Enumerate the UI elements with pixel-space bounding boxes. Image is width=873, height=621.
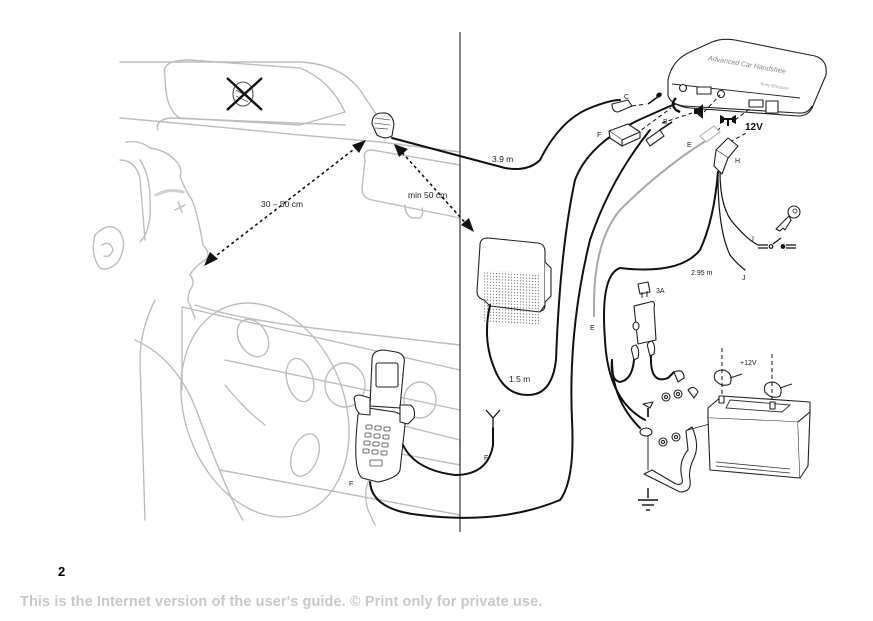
ring-terminal — [673, 370, 685, 383]
connector-h-plug — [713, 137, 739, 175]
connector-label-j: J — [742, 275, 746, 282]
ignition-switch-icon — [758, 237, 796, 249]
connector-c-plug — [611, 99, 633, 113]
fuse-holder — [630, 301, 657, 361]
crossed-out-sun-visor-mic-icon — [226, 77, 263, 111]
unit-brand: Sony Ericsson — [760, 81, 790, 91]
phone-holder — [353, 349, 416, 483]
measurement-mic-cable: 3.9 m — [492, 154, 513, 164]
handset-icon — [671, 97, 681, 114]
measurement-mic-to-speaker: min 50 cm — [408, 190, 447, 200]
connector-label-h: H — [735, 158, 740, 165]
car-interior — [92, 59, 461, 526]
fuse-label: 3A — [656, 288, 665, 295]
ground-strap — [643, 426, 698, 493]
key-icon — [775, 205, 801, 232]
connector-label-i: I — [752, 236, 754, 243]
installation-diagram: 30 – 50 cm min 50 cm 3.9 m 1.5 m — [92, 32, 827, 532]
microphone-icon — [647, 92, 662, 105]
speaker — [476, 237, 552, 326]
ground-wire — [611, 359, 641, 429]
speaker-icon — [694, 104, 703, 119]
connector-label-c: C — [624, 94, 629, 101]
measurement-power-cable: 2.95 m — [691, 270, 713, 277]
fuse — [637, 281, 651, 298]
antenna-cable — [402, 427, 494, 477]
measurement-mic-to-driver: 30 – 50 cm — [261, 199, 303, 209]
connector-label-e-unit: E — [687, 142, 692, 149]
connector-label-f-holder: F — [349, 481, 353, 488]
connector-f-plug — [608, 123, 641, 147]
battery-label: +12V — [740, 360, 757, 367]
connector-label-f-antenna: F — [484, 455, 488, 462]
connector-label-f-unit: F — [597, 132, 601, 139]
connector-label-b: B — [663, 119, 668, 126]
connector-b-jack — [645, 121, 673, 147]
distance-arrow-speaker — [394, 144, 474, 232]
battery-clamps — [713, 369, 793, 398]
voltage-label: 12V — [745, 122, 763, 133]
wire-j — [717, 174, 746, 271]
microphone — [371, 112, 395, 139]
connector-label-e: E — [590, 325, 595, 332]
speaker-cable — [486, 101, 681, 397]
footer-notice: This is the Internet version of the user… — [20, 594, 543, 610]
ground-icon — [638, 488, 658, 511]
distance-arrow-driver — [204, 140, 366, 266]
fuse-wire-a — [610, 359, 635, 384]
cable-e — [593, 141, 705, 317]
ignition-wire — [719, 171, 759, 246]
mounting-hardware — [639, 386, 699, 447]
connector-e-plug — [699, 125, 721, 143]
antenna-icon — [485, 409, 501, 428]
page-number: 2 — [58, 564, 66, 579]
power-cable — [603, 171, 719, 421]
handsfree-unit: Advanced Car Handsfree Sony Ericsson — [667, 38, 827, 117]
measurement-speaker-cable: 1.5 m — [509, 374, 530, 384]
fuse-wire-b — [649, 355, 675, 381]
mic-cable — [391, 99, 621, 170]
car-battery — [707, 395, 811, 479]
antenna-connector-icon — [720, 115, 736, 126]
holder-cable-f — [369, 129, 651, 519]
